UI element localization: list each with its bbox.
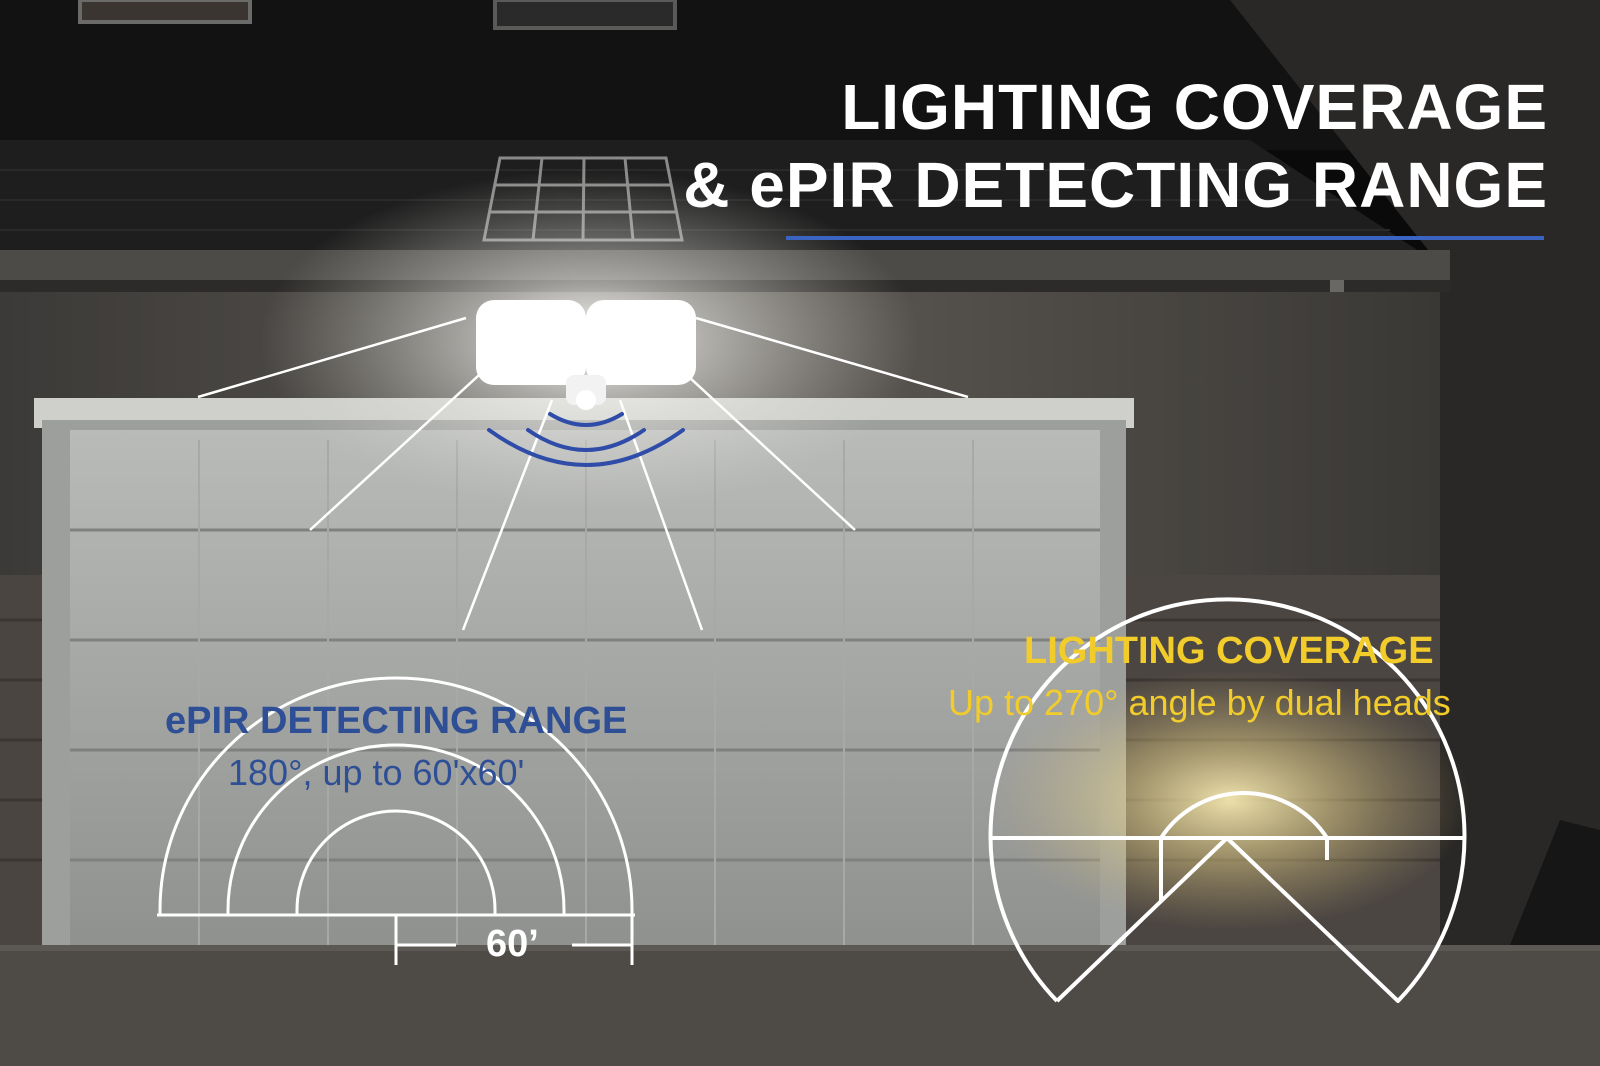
- lighting-coverage-diagram: [988, 597, 1467, 1003]
- epir-heading: ePIR DETECTING RANGE: [165, 700, 628, 742]
- epir-outer-arc: [158, 676, 634, 915]
- epir-inner-arc: [295, 809, 497, 915]
- coverage-inner-arc: [1159, 790, 1329, 902]
- page-title-line2: & ePIR DETECTING RANGE: [683, 149, 1548, 221]
- distance-dimension: [394, 915, 634, 965]
- driveway-edge: [0, 945, 1600, 951]
- garage-panel-columns: [198, 440, 974, 945]
- coverage-warm-glow: [990, 670, 1470, 930]
- driveway: [0, 945, 1600, 1066]
- epir-middle-arc: [226, 743, 566, 915]
- epir-distance-label: 60’: [486, 923, 539, 965]
- lighting-detail: Up to 270° angle by dual heads: [948, 682, 1451, 723]
- title-underline: [786, 236, 1544, 240]
- upper-window-left: [78, 0, 252, 24]
- upper-window-center: [493, 0, 677, 30]
- epir-detail: 180°, up to 60'x60': [228, 752, 525, 793]
- coverage-outer-sector: [988, 597, 1467, 1003]
- stone-left: [0, 575, 42, 945]
- floodlight-icon: [476, 300, 696, 410]
- sensor-wave-icon: [487, 412, 685, 467]
- light-beam-lines: [197, 316, 969, 631]
- lighting-heading: LIGHTING COVERAGE: [1024, 630, 1434, 672]
- roof-right-wall: [1230, 0, 1600, 1066]
- bush-silhouette: [1510, 820, 1600, 945]
- page-title-line1: LIGHTING COVERAGE: [841, 71, 1548, 143]
